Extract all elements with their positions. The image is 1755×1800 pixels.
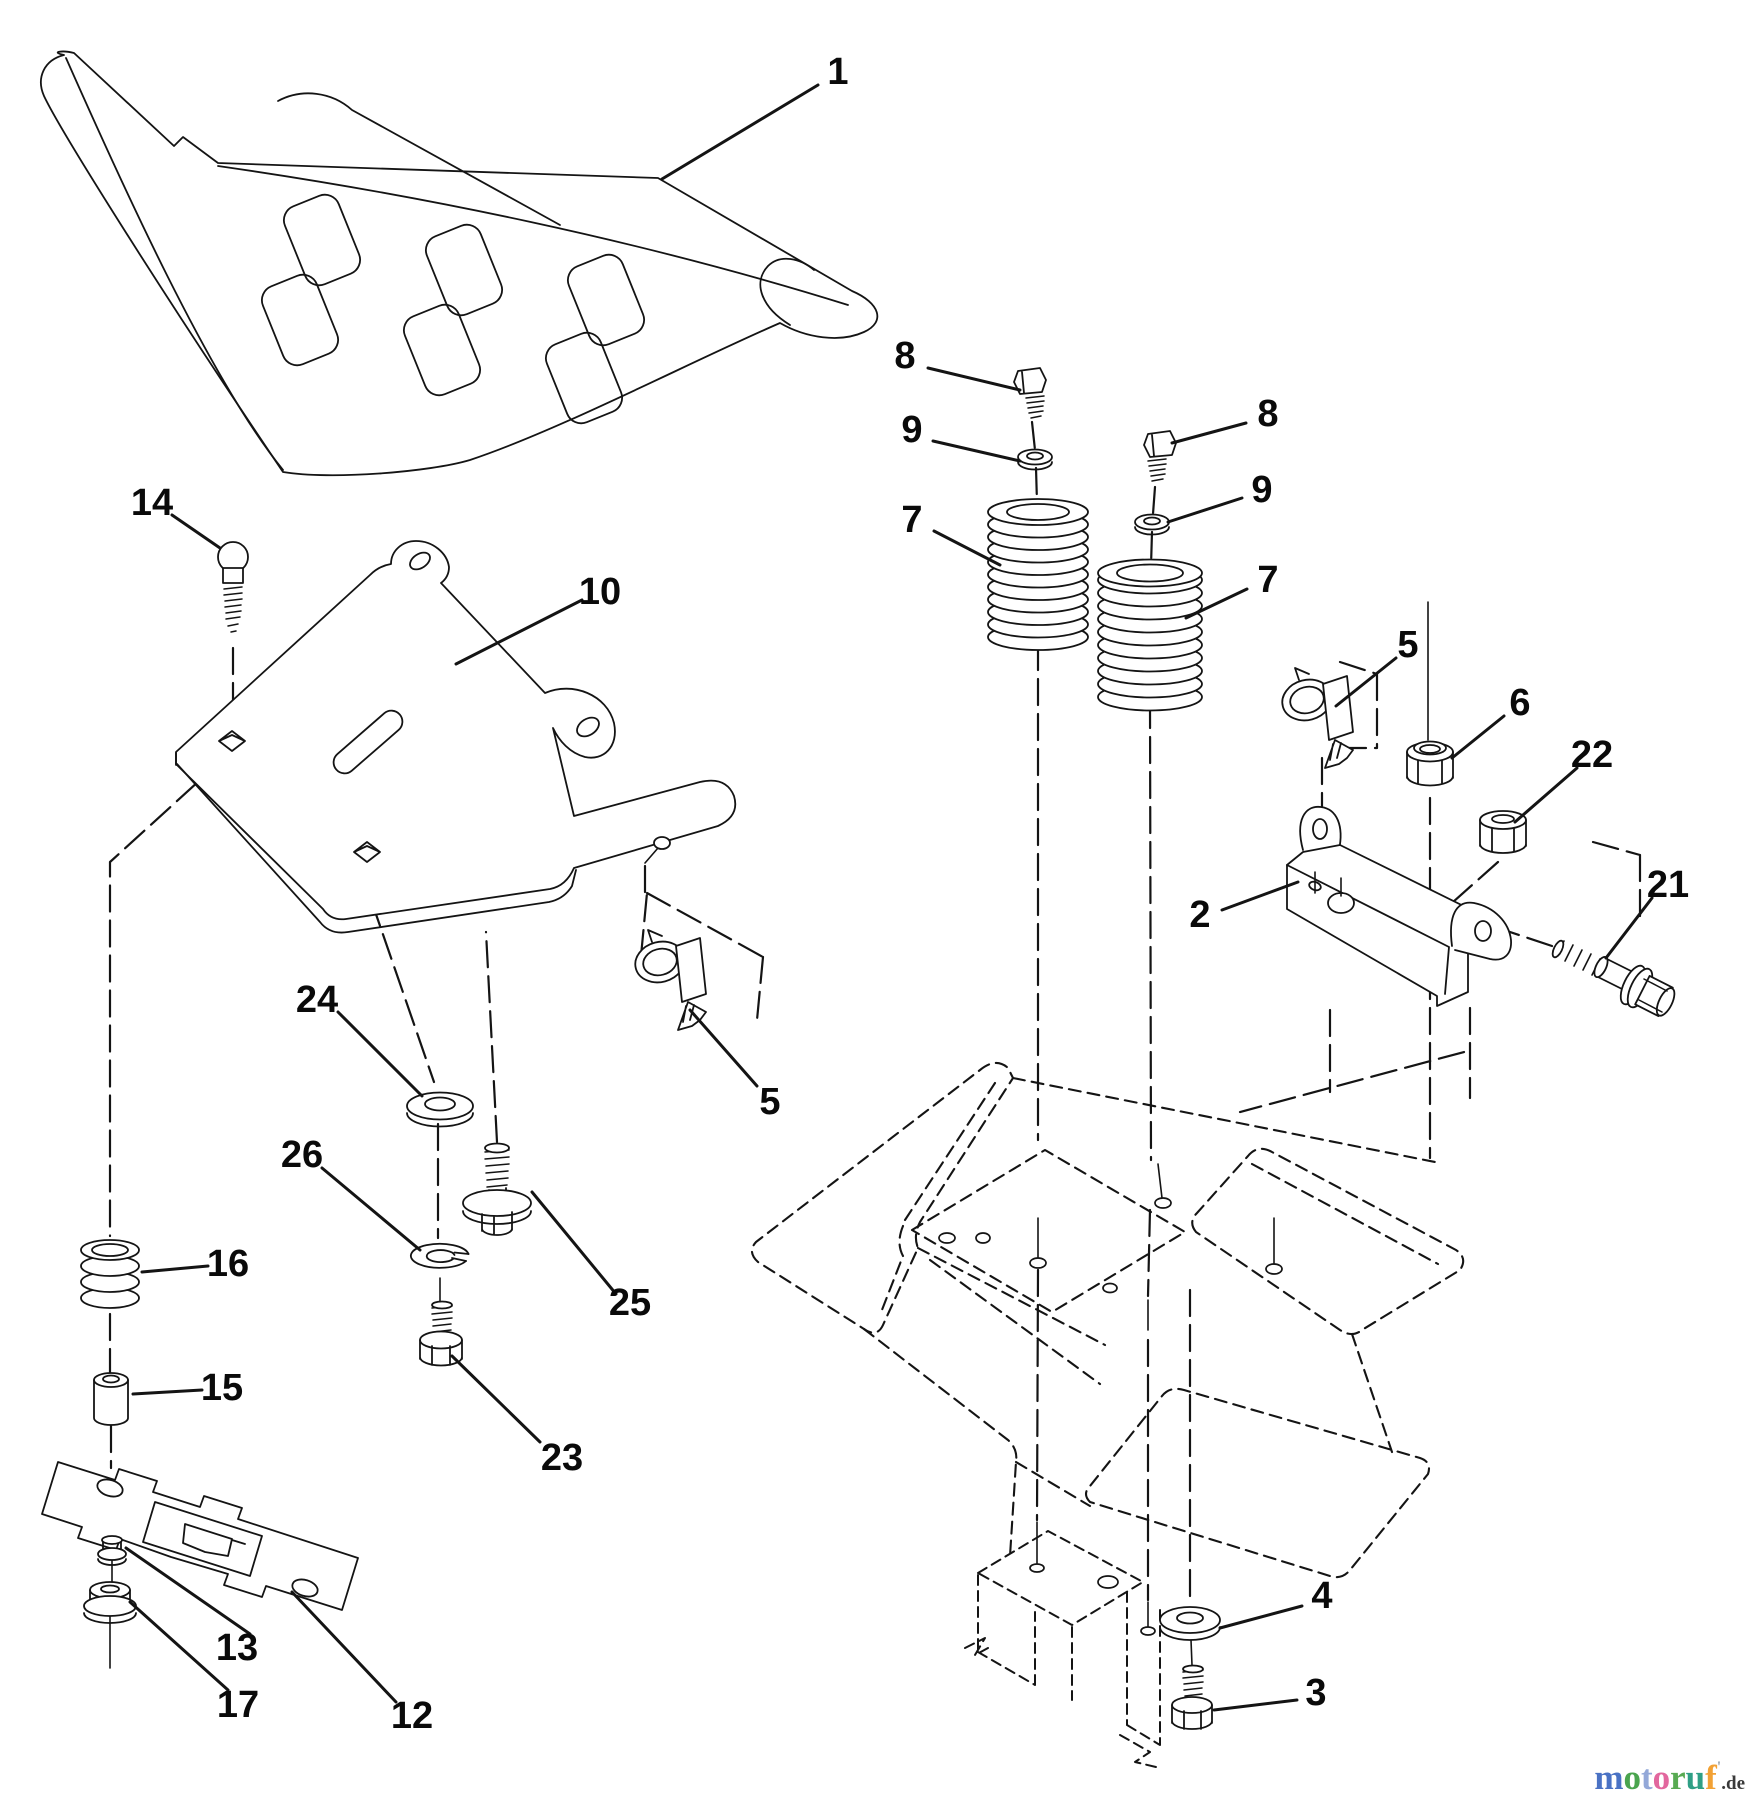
chassis-bracket-holes <box>1029 1563 1156 1636</box>
projection-lines <box>108 420 1642 1602</box>
part-number-label-15: 15 <box>201 1367 243 1409</box>
part-number-label-23: 23 <box>541 1437 583 1479</box>
part-number-label-7: 7 <box>901 499 922 541</box>
callout-leader-line-25 <box>530 1190 618 1296</box>
part-number-label-2: 2 <box>1189 894 1210 936</box>
part-number-label-8: 8 <box>894 335 915 377</box>
part-number-label-1: 1 <box>827 51 848 93</box>
callout-leader-line-7 <box>932 529 1002 567</box>
part-number-label-5: 5 <box>759 1081 780 1123</box>
spacer-part-15 <box>93 1372 129 1426</box>
seat-bracket-part-2 <box>1286 806 1512 1007</box>
part-number-label-6: 6 <box>1509 682 1530 724</box>
callout-leader-line-26 <box>320 1166 422 1252</box>
seat-outline <box>40 50 879 477</box>
fender-holes <box>938 1197 1283 1294</box>
callout-leader-line-8 <box>1170 421 1248 445</box>
callout-leader-line-3 <box>1212 1698 1299 1712</box>
logo-letter-t: t <box>1640 1758 1653 1797</box>
shoulder-screw-part-25 <box>462 1142 532 1236</box>
logo-letter-f: f <box>1705 1758 1717 1797</box>
callout-leader-line-22 <box>1513 766 1579 824</box>
part-number-label-4: 4 <box>1311 1575 1332 1617</box>
retainer-clip-part-5b <box>1276 667 1354 769</box>
hex-bolt-part-3 <box>1171 1664 1213 1730</box>
callout-leader-line-14 <box>170 513 222 550</box>
flange-nut-part-17 <box>83 1581 137 1624</box>
hex-bolt-part-8b <box>1143 430 1177 482</box>
logo-letter-m: m <box>1594 1758 1624 1797</box>
part-number-label-9: 9 <box>1251 469 1272 511</box>
callout-leader-line-15 <box>131 1388 204 1396</box>
spring-part-7b <box>1097 558 1203 712</box>
part-number-label-26: 26 <box>281 1134 323 1176</box>
hex-bolt-part-23 <box>419 1300 463 1367</box>
callout-leader-line-21 <box>1604 896 1654 960</box>
part-number-label-5: 5 <box>1397 624 1418 666</box>
callout-leader-line-17 <box>128 1600 230 1692</box>
adjuster-bracket-part-12 <box>41 1461 359 1611</box>
callout-leader-line-6 <box>1450 714 1506 760</box>
flat-washer-part-24 <box>406 1091 474 1128</box>
part-number-label-10: 10 <box>579 571 621 613</box>
logo-letter-r: r <box>1670 1758 1686 1797</box>
callout-leader-line-9 <box>931 439 1022 463</box>
lock-nut-part-6 <box>1406 740 1454 787</box>
logo-tick-mark: ' <box>1716 1759 1722 1776</box>
seat-plate-part-10 <box>175 540 737 934</box>
callout-leader-line-1 <box>660 83 820 181</box>
fender-ghost-outline <box>750 1061 1465 1579</box>
spring-part-16 <box>80 1239 140 1309</box>
part-number-label-16: 16 <box>207 1243 249 1285</box>
motoruf-watermark-logo: motoruf'.de <box>1594 1759 1745 1796</box>
part-number-label-24: 24 <box>296 979 338 1021</box>
part-number-label-25: 25 <box>609 1282 651 1324</box>
callout-leader-line-9 <box>1166 496 1244 524</box>
callout-leader-line-13 <box>124 1546 252 1636</box>
washer-part-9a <box>1017 448 1053 471</box>
flat-washer-part-4 <box>1159 1606 1221 1641</box>
callout-leader-line-24 <box>336 1010 424 1098</box>
spring-part-7a <box>987 498 1089 651</box>
callout-leader-line-7 <box>1184 587 1249 620</box>
carriage-bolt-part-14 <box>217 541 249 633</box>
logo-letter-o: o <box>1652 1758 1671 1797</box>
part-number-label-17: 17 <box>217 1684 259 1726</box>
logo-letter-u: u <box>1685 1758 1706 1797</box>
callout-leader-line-5 <box>688 1008 759 1088</box>
part-number-label-14: 14 <box>131 482 173 524</box>
motoruf-logo-suffix: .de <box>1721 1773 1745 1794</box>
part-number-label-7: 7 <box>1257 559 1278 601</box>
shoulder-bolt-part-21 <box>1551 939 1676 1017</box>
logo-letter-o: o <box>1623 1758 1641 1797</box>
callout-leader-line-2 <box>1220 880 1300 912</box>
callout-leader-line-5 <box>1334 656 1398 708</box>
part-number-label-8: 8 <box>1257 393 1278 435</box>
seat-cushion-pads <box>261 193 645 425</box>
motoruf-logo-letters: motoruf <box>1594 1760 1716 1795</box>
seat-part <box>40 50 879 477</box>
callout-leader-line-16 <box>140 1264 210 1274</box>
nut-part-22 <box>1479 810 1527 854</box>
part-number-label-12: 12 <box>391 1695 433 1737</box>
chassis-bracket-ghost <box>964 1530 1161 1769</box>
callout-leader-line-12 <box>290 1590 398 1704</box>
plate-square-holes <box>218 730 381 863</box>
callout-leader-line-10 <box>454 598 584 666</box>
part-number-label-22: 22 <box>1571 734 1613 776</box>
nut-part-13 <box>97 1535 127 1566</box>
part-number-label-9: 9 <box>901 409 922 451</box>
part-number-label-13: 13 <box>216 1627 258 1669</box>
hex-bolt-part-8a <box>1013 367 1047 419</box>
callout-leader-line-8 <box>926 366 1022 392</box>
part-number-label-21: 21 <box>1647 864 1689 906</box>
callout-leader-line-23 <box>450 1354 542 1444</box>
retainer-clip-part-5a <box>634 929 707 1031</box>
callout-leader-line-4 <box>1218 1604 1304 1630</box>
lock-washer-part-26 <box>410 1242 470 1269</box>
projection-lines-solid <box>109 601 1429 1669</box>
part-number-label-3: 3 <box>1305 1672 1326 1714</box>
